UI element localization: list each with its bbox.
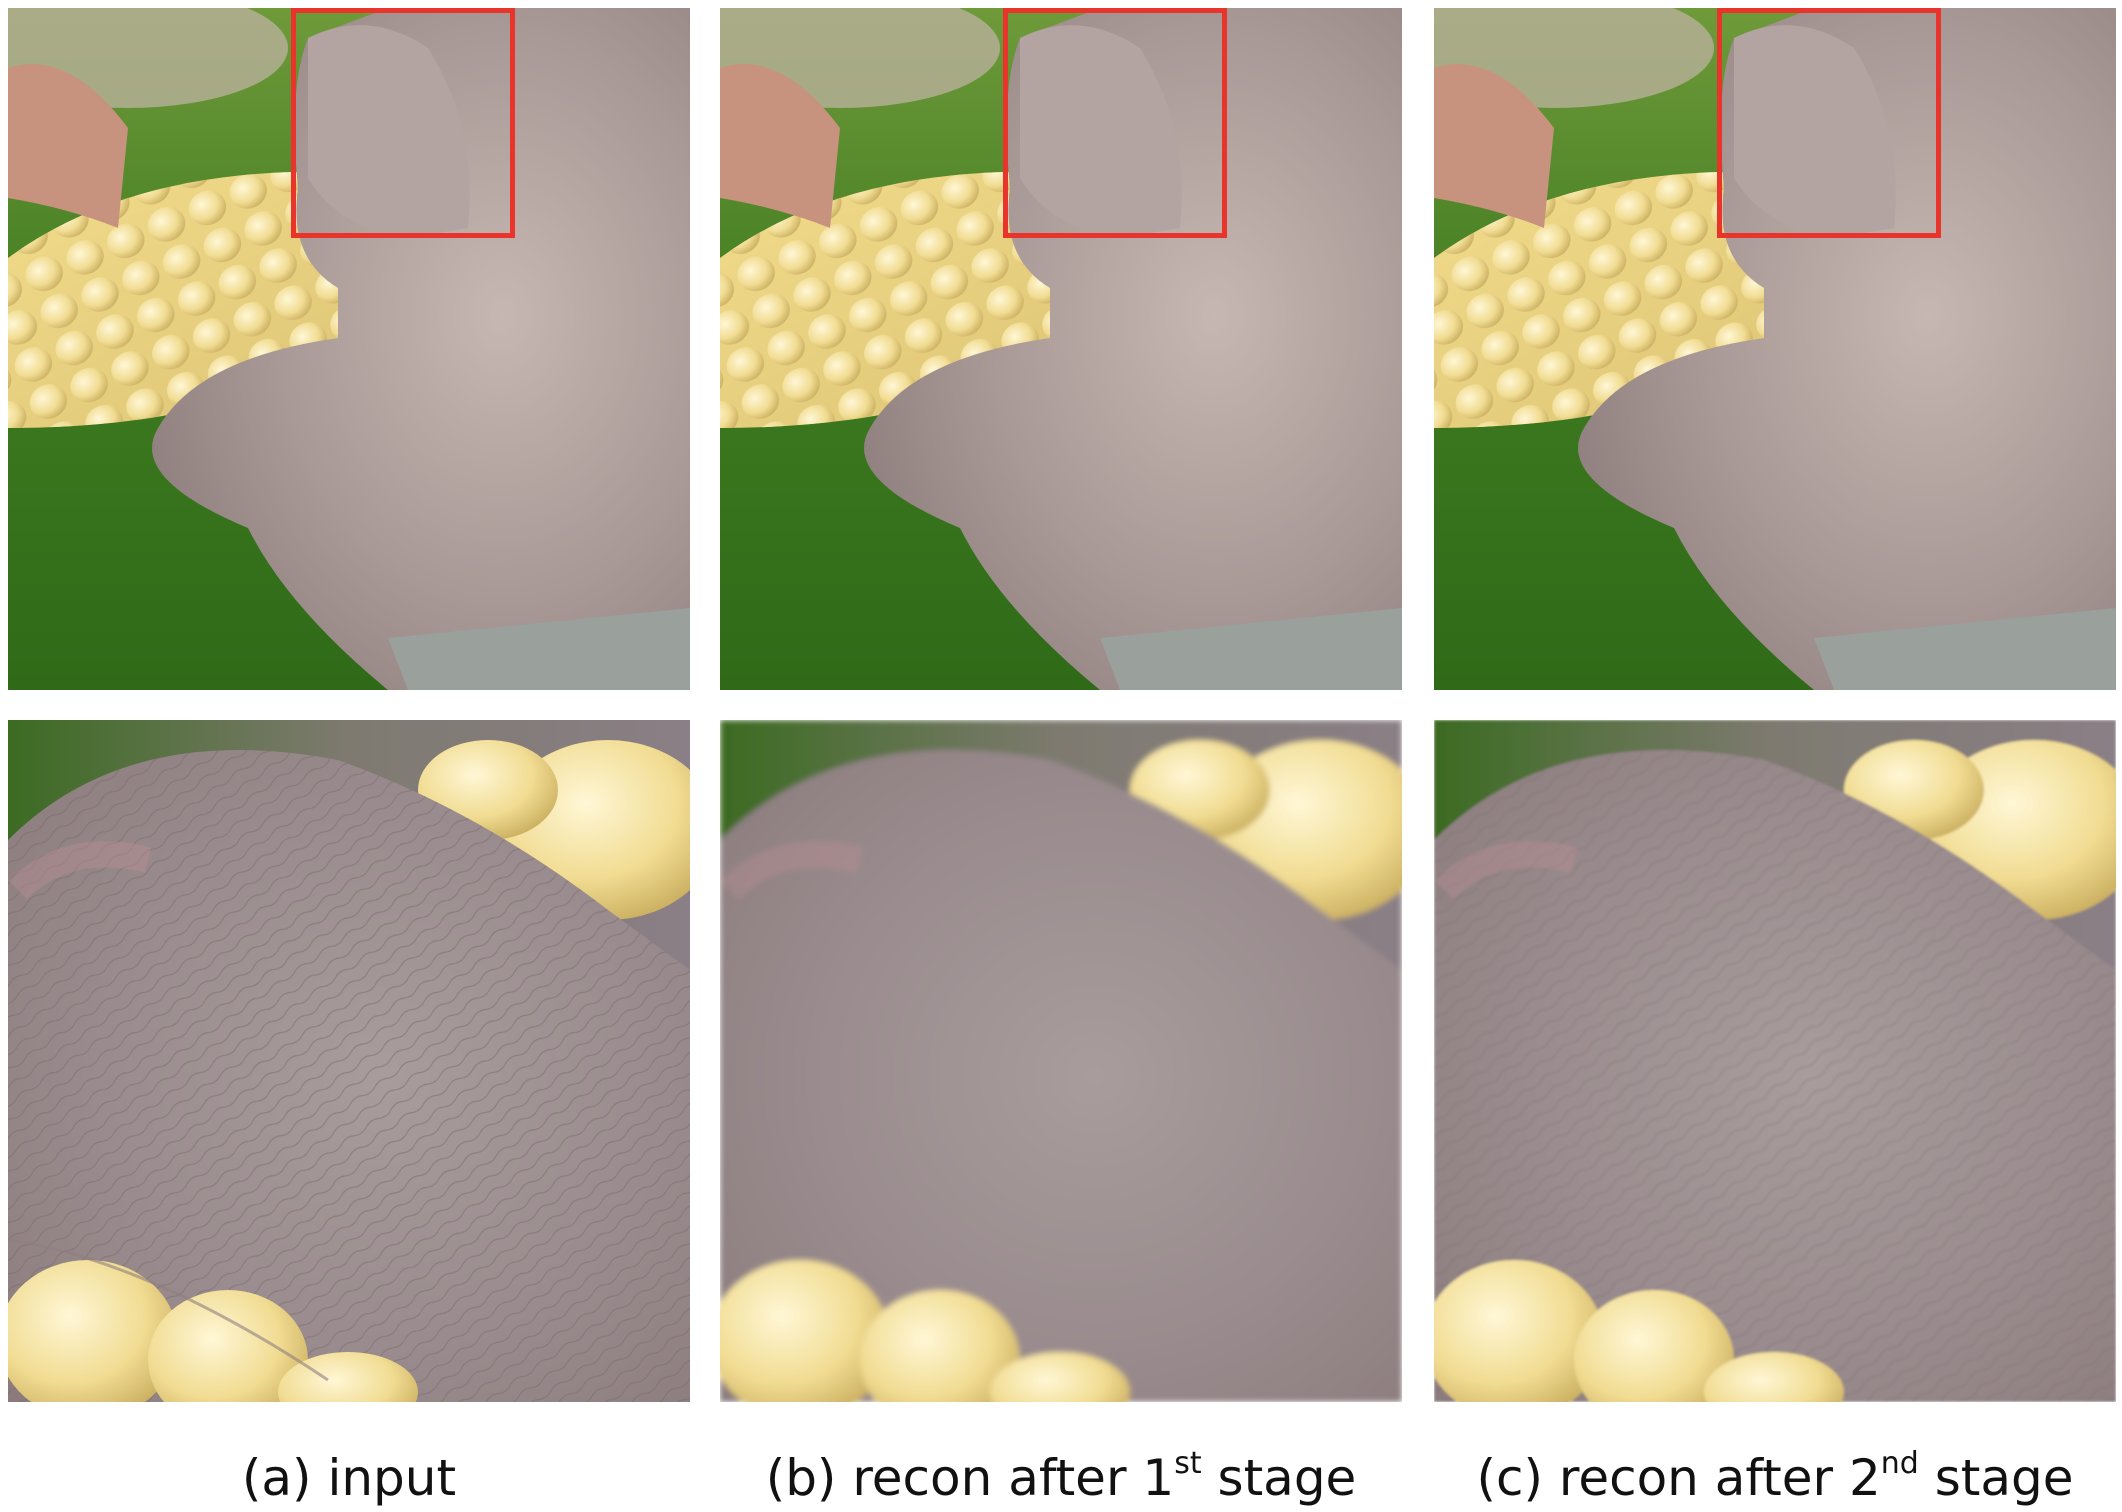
caption-stage2-sup: nd: [1880, 1446, 1919, 1481]
caption-stage1-main: (b) recon after 1: [765, 1449, 1175, 1507]
zoom-region-box: [1003, 8, 1227, 238]
stage1-recon-image-full: [720, 8, 1402, 690]
caption-stage2: (c) recon after 2nd stage: [1434, 1448, 2116, 1508]
stage1-recon-image-zoom-graphic: [720, 720, 1402, 1402]
zoom-region-box: [291, 8, 515, 238]
caption-stage2-tail: stage: [1918, 1449, 2074, 1507]
input-image-zoom-graphic: [8, 720, 690, 1402]
caption-stage1-sup: st: [1174, 1446, 1202, 1481]
input-image-zoom: [8, 720, 690, 1402]
zoom-region-box: [1717, 8, 1941, 238]
input-image-full: [8, 8, 690, 690]
stage2-recon-image-zoom: [1434, 720, 2116, 1402]
stage2-recon-image-zoom-graphic: [1434, 720, 2116, 1402]
caption-input-main: (a) input: [241, 1449, 457, 1507]
stage1-recon-image-zoom: [720, 720, 1402, 1402]
caption-stage1: (b) recon after 1st stage: [720, 1448, 1402, 1508]
caption-stage1-tail: stage: [1201, 1449, 1357, 1507]
caption-input: (a) input: [8, 1448, 690, 1508]
caption-stage2-main: (c) recon after 2: [1476, 1449, 1881, 1507]
stage2-recon-image-full: [1434, 8, 2116, 690]
